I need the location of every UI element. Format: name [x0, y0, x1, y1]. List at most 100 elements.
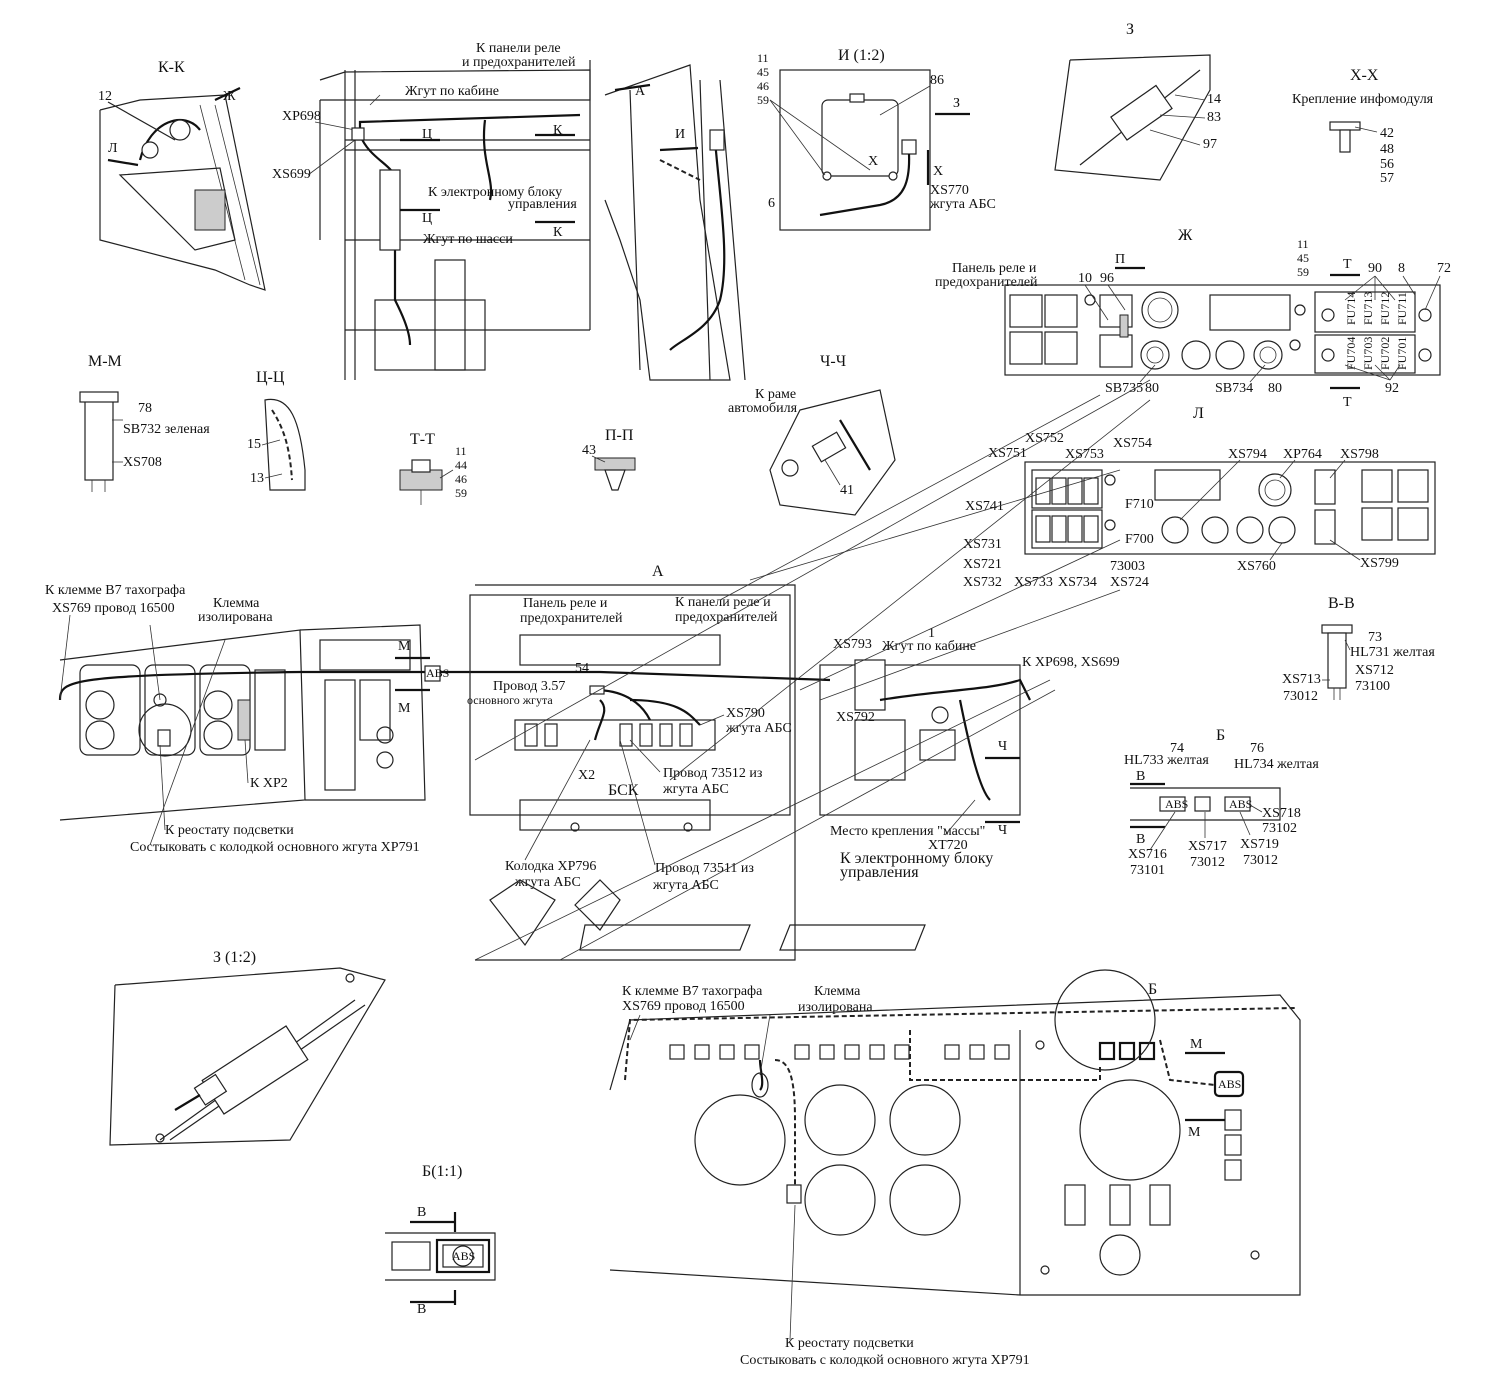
label-zh-45: 45 — [1297, 251, 1309, 265]
mark-x-i2: Х — [933, 164, 943, 179]
label-92: 92 — [1385, 381, 1399, 396]
view-l-title: Л — [1193, 405, 1204, 422]
view-tsts: Ц-Ц 15 13 — [247, 369, 306, 491]
label-xs708: XS708 — [123, 455, 162, 470]
label-xs760: XS760 — [1237, 559, 1276, 574]
mark-m-a-top: М — [398, 639, 411, 654]
label-abs-a: ABS — [426, 666, 449, 680]
label-80-a: 80 — [1145, 381, 1159, 396]
mark-v-b11-top: В — [417, 1205, 426, 1220]
label-to-ecu-1: К электронному блоку — [428, 185, 562, 200]
mark-m-b-top: М — [1190, 1037, 1203, 1052]
label-zh-11: 11 — [1297, 237, 1309, 251]
mark-k-bottom: К — [553, 225, 563, 240]
mark-k-top: К — [553, 123, 563, 138]
view-b2-title: Б — [1148, 981, 1157, 998]
label-73003: 73003 — [1110, 559, 1145, 574]
label-to-xp2: К XP2 — [250, 776, 288, 791]
label-xs712: XS712 — [1355, 663, 1394, 678]
label-to-b7-1: К клемме В7 тахографа — [45, 583, 186, 598]
label-xs792: XS792 — [836, 710, 875, 725]
label-10: 10 — [1078, 271, 1092, 286]
label-wire357: Провод 3.57 — [493, 679, 565, 694]
label-to-b7-b2: XS769 провод 16500 — [622, 999, 745, 1014]
label-15: 15 — [247, 437, 261, 452]
mark-v-b-bottom: В — [1136, 832, 1145, 847]
label-xp698: XP698 — [282, 109, 321, 124]
label-76: 76 — [1250, 741, 1264, 756]
view-b11-title: Б(1:1) — [422, 1163, 462, 1180]
label-xs770: XS770 — [930, 183, 969, 198]
label-terminal-b1: Клемма — [814, 984, 861, 999]
label-56: 56 — [1380, 157, 1394, 172]
label-73012-b1: 73012 — [1190, 855, 1225, 870]
label-14: 14 — [1207, 92, 1221, 107]
label-xs752: XS752 — [1025, 431, 1064, 446]
label-wire73512-harness: жгута АБС — [662, 782, 729, 797]
label-cab-harness-a: Жгут по кабине — [882, 639, 976, 654]
label-97: 97 — [1203, 137, 1217, 152]
label-abs-b2: ABS — [1229, 797, 1252, 811]
label-hl734: HL734 желтая — [1234, 757, 1319, 772]
label-i-11: 11 — [757, 51, 769, 65]
label-i-46: 46 — [757, 79, 769, 93]
label-90: 90 — [1368, 261, 1382, 276]
view-vv: В-В 73 HL731 желтая XS712 73100 XS713 73… — [1282, 595, 1435, 704]
label-96: 96 — [1100, 271, 1114, 286]
label-zh-59: 59 — [1297, 265, 1309, 279]
label-fu704: FU704 — [1344, 337, 1358, 370]
mark-a-side: А — [635, 84, 646, 99]
mark-ch-bottom: Ч — [998, 823, 1007, 838]
label-terminal-1: Клемма — [213, 596, 260, 611]
label-relay-panel-2: предохранителей — [935, 275, 1038, 290]
label-wire73511-harness: жгута АБС — [652, 878, 719, 893]
label-42: 42 — [1380, 126, 1394, 141]
label-xs741: XS741 — [965, 499, 1004, 514]
view-pp: П-П 43 — [582, 427, 636, 491]
mark-x-i: Х — [868, 154, 878, 169]
label-abs-b1: ABS — [1165, 797, 1188, 811]
label-xs699: XS699 — [272, 167, 311, 182]
mark-t-top: Т — [1343, 257, 1352, 272]
label-dock-xp791-b: Состыковать с колодкой основного жгута X… — [740, 1353, 1030, 1368]
label-73101: 73101 — [1130, 863, 1165, 878]
view-z: З 14 83 97 — [1054, 21, 1221, 181]
label-73102: 73102 — [1262, 821, 1297, 836]
label-6: 6 — [768, 196, 775, 211]
label-wire73512: Провод 73512 из — [663, 766, 763, 781]
mark-p: П — [1115, 252, 1125, 267]
view-z12: З (1:2) — [109, 949, 386, 1146]
label-to-xp698: К XP698, XS699 — [1022, 655, 1120, 670]
label-fu702: FU702 — [1378, 337, 1392, 370]
label-to-ecu-a-1: К электронному блоку — [840, 850, 993, 867]
label-43: 43 — [582, 443, 596, 458]
label-fu713: FU713 — [1361, 292, 1375, 325]
label-sb734: SB734 — [1215, 381, 1253, 396]
view-xx-title: Х-Х — [1350, 67, 1379, 84]
label-to-relay-short: К панели реле и — [675, 595, 771, 610]
view-l-fuse-panel: Л XS751 XS752 XS753 XS754 XS741 XS731 XS… — [963, 405, 1436, 590]
label-xp796: Колодка XP796 — [505, 859, 596, 874]
view-tt: Т-Т 11 44 46 59 — [399, 431, 467, 505]
view-cab-top: К панели реле и предохранителей Жгут по … — [272, 41, 591, 380]
label-fu712: FU712 — [1378, 292, 1392, 325]
label-tt-59: 59 — [455, 486, 467, 500]
label-hl731: HL731 желтая — [1350, 645, 1435, 660]
view-mm: М-М 78 SB732 зеленая XS708 — [79, 353, 210, 492]
label-dock-xp791: Состыковать с колодкой основного жгута X… — [130, 840, 420, 855]
view-z12-title: З (1:2) — [213, 949, 256, 966]
label-xs718: XS718 — [1262, 806, 1301, 821]
view-i12-title: И (1:2) — [838, 47, 885, 64]
view-tt-title: Т-Т — [410, 431, 435, 448]
label-to-b7-b1: К клемме В7 тахографа — [622, 984, 763, 999]
label-i-45: 45 — [757, 65, 769, 79]
label-xs753: XS753 — [1065, 447, 1104, 462]
label-chassis-harness: Жгут по шасси — [423, 232, 513, 247]
label-xs719: XS719 — [1240, 837, 1279, 852]
view-zh-relay-panel: Ж Панель реле и предохранителей FU714 FU… — [935, 227, 1451, 410]
label-ground: Место крепления "массы" — [830, 824, 985, 839]
label-fu701: FU701 — [1395, 337, 1409, 370]
label-relay-panel-left-2: предохранителей — [520, 611, 623, 626]
label-fu714: FU714 — [1344, 292, 1358, 325]
